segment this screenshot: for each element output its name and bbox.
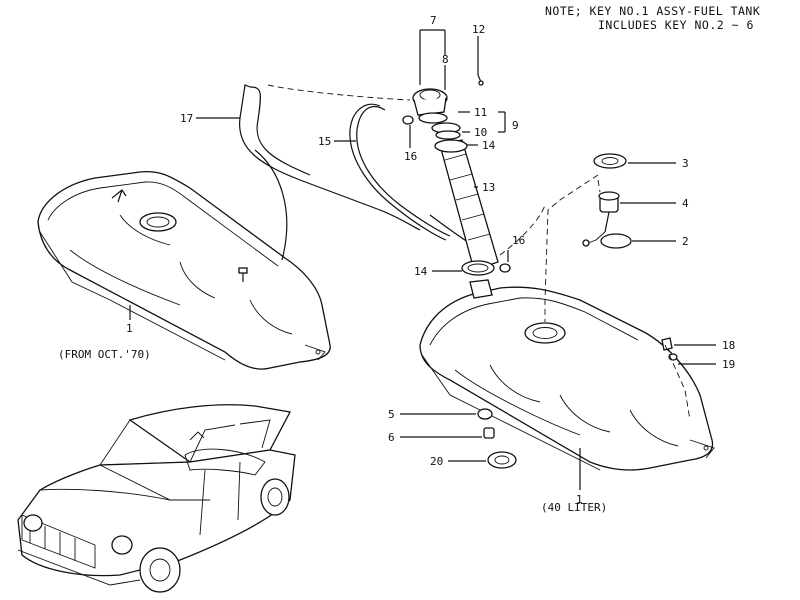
callout-1-right: 1 [576, 493, 583, 506]
callout-1-left: 1 [126, 322, 133, 335]
callout-2: 2 [682, 235, 689, 248]
callout-5: 5 [388, 408, 395, 421]
callout-10: 10 [474, 126, 487, 139]
callout-18: 18 [722, 339, 735, 352]
callout-19: 19 [722, 358, 735, 371]
callout-14-upper: 14 [482, 139, 496, 152]
filler-hose-13 [434, 139, 499, 276]
callout-17: 17 [180, 112, 193, 125]
callout-16-lower: 16 [512, 234, 525, 247]
callout-9: 9 [512, 119, 519, 132]
callout-8: 8 [442, 53, 449, 66]
callout-7: 7 [430, 14, 437, 27]
callout-20: 20 [430, 455, 443, 468]
car-illustration [17, 404, 296, 593]
callout-6: 6 [388, 431, 395, 444]
callout-14-lower: 14 [414, 265, 428, 278]
caption-right-tank: (40 LITER) [541, 501, 607, 514]
callout-labels: 7 8 12 11 10 9 14 13 15 16 17 14 16 3 4 … [126, 14, 735, 506]
caption-left-tank: (FROM OCT.'70) [58, 348, 151, 361]
note-line-1: NOTE; KEY NO.1 ASSY-FUEL TANK [545, 4, 760, 18]
filler-cap-7 [412, 88, 461, 140]
callout-13: 13 [482, 181, 495, 194]
note-line-2: INCLUDES KEY NO.2 ~ 6 [598, 18, 754, 32]
fuel-tank-right [419, 279, 715, 471]
callout-15: 15 [318, 135, 331, 148]
callout-3: 3 [682, 157, 689, 170]
fuel-tank-left [37, 170, 331, 370]
breather-tube-17 [239, 84, 421, 261]
callout-16-upper: 16 [404, 150, 417, 163]
note-block: NOTE; KEY NO.1 ASSY-FUEL TANK INCLUDES K… [545, 4, 760, 32]
callout-12: 12 [472, 23, 485, 36]
callout-4: 4 [682, 197, 689, 210]
callout-11: 11 [474, 106, 487, 119]
small-parts [402, 74, 678, 469]
leader-lines [129, 29, 716, 490]
